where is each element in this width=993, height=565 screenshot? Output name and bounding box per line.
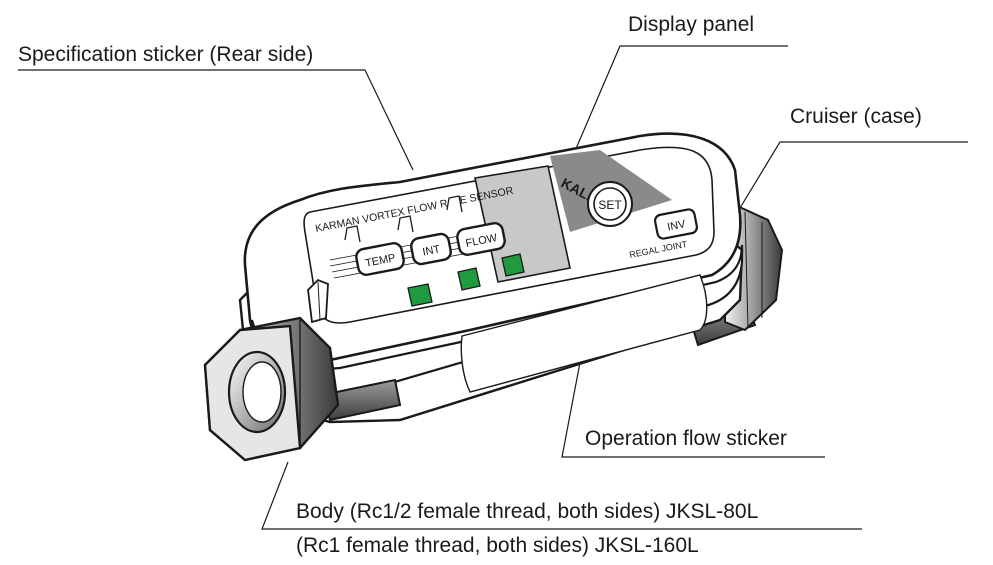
led-flow: [501, 253, 525, 277]
int-button-label: INT: [422, 243, 442, 258]
operation-sticker-label: Operation flow sticker: [585, 427, 787, 450]
led-temp: [407, 283, 433, 307]
temp-button-label: TEMP: [364, 252, 396, 270]
leader-body: [261, 461, 862, 530]
leader-cruiser-case: [739, 141, 968, 209]
body-label-line1: Body (Rc1/2 female thread, both sides) J…: [296, 500, 759, 523]
leader-display-panel: [571, 45, 788, 159]
operation-flow-sticker: [460, 274, 708, 393]
cruiser-case-label: Cruiser (case): [790, 105, 922, 128]
button-pointer-tabs: [344, 195, 463, 243]
body-label-line2: (Rc1 female thread, both sides) JKSL-160…: [296, 534, 699, 557]
led-int: [457, 267, 481, 291]
flow-button[interactable]: FLOW: [456, 222, 506, 256]
set-button-label: SET: [598, 198, 622, 212]
inv-button-label: INV: [666, 218, 687, 233]
left-fitting: [203, 316, 340, 462]
leader-operation-sticker: [561, 351, 825, 458]
inv-button[interactable]: INV: [654, 208, 698, 240]
leader-spec-sticker: [18, 69, 414, 171]
leader-lines: [18, 45, 968, 530]
set-button[interactable]: SET: [587, 181, 633, 227]
spec-sticker-label: Specification sticker (Rear side): [18, 43, 314, 66]
int-button[interactable]: INT: [410, 232, 452, 266]
led-indicators: [407, 253, 525, 307]
sensor-post: [307, 278, 329, 324]
temp-button[interactable]: TEMP: [355, 242, 405, 276]
display-panel-label: Display panel: [628, 13, 755, 36]
